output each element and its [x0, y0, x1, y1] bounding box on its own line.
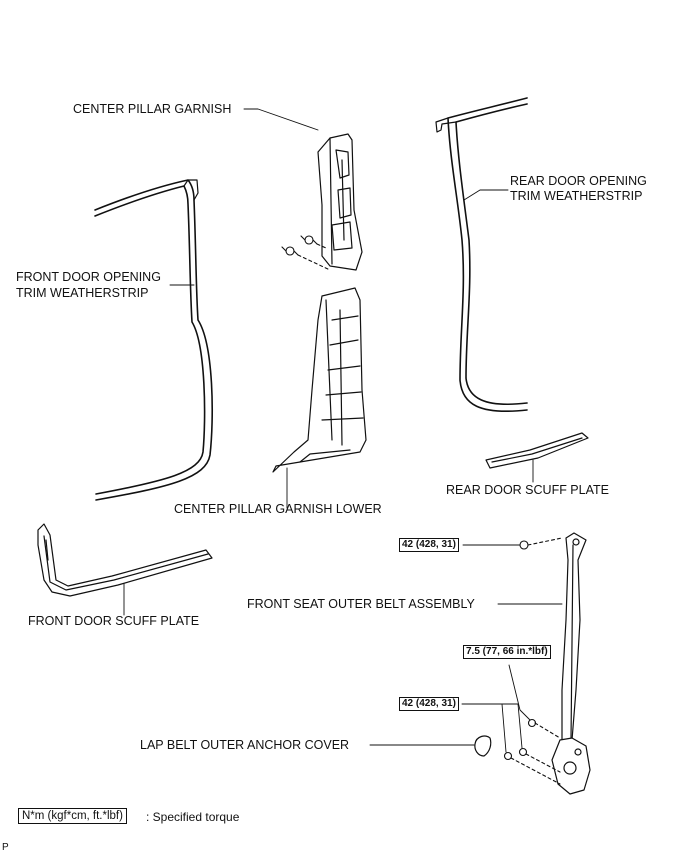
- front-seat-outer-belt-assembly-part: [551, 532, 591, 795]
- center-pillar-garnish-lower-part: [272, 287, 367, 473]
- label-rear-door-opening-line1: REAR DOOR OPENING: [510, 174, 647, 188]
- rear-door-opening-weatherstrip: [435, 97, 528, 412]
- label-front-door-opening-line2: TRIM WEATHERSTRIP: [16, 286, 149, 300]
- label-front-seat-outer-belt-assembly: FRONT SEAT OUTER BELT ASSEMBLY: [247, 597, 475, 611]
- torque-upper-anchor: 42 (428, 31): [399, 538, 459, 552]
- legend-description: : Specified torque: [146, 810, 240, 824]
- label-front-door-opening-line1: FRONT DOOR OPENING: [16, 270, 161, 284]
- torque-lower-anchor: 42 (428, 31): [399, 697, 459, 711]
- lap-belt-outer-anchor-cover-part: [474, 735, 492, 757]
- belt-fasteners: [503, 537, 563, 785]
- footer-mark: P: [2, 842, 9, 853]
- legend-unit-box: N*m (kgf*cm, ft.*lbf): [18, 808, 127, 824]
- torque-middle-bolt: 7.5 (77, 66 in.*lbf): [463, 645, 551, 659]
- garnish-clips: [281, 235, 331, 271]
- center-pillar-garnish-part: [317, 133, 363, 271]
- label-rear-door-scuff-plate: REAR DOOR SCUFF PLATE: [446, 483, 609, 497]
- rear-door-scuff-plate-part: [485, 432, 589, 469]
- label-center-pillar-garnish: CENTER PILLAR GARNISH: [73, 102, 232, 116]
- label-center-pillar-garnish-lower: CENTER PILLAR GARNISH LOWER: [174, 502, 382, 516]
- front-door-opening-weatherstrip: [94, 179, 214, 501]
- leader-lines: [123, 108, 563, 753]
- label-front-door-scuff-plate: FRONT DOOR SCUFF PLATE: [28, 614, 200, 628]
- label-lap-belt-outer-anchor-cover: LAP BELT OUTER ANCHOR COVER: [140, 738, 350, 752]
- label-rear-door-opening-line2: TRIM WEATHERSTRIP: [510, 189, 643, 203]
- front-door-scuff-plate-part: [37, 523, 213, 597]
